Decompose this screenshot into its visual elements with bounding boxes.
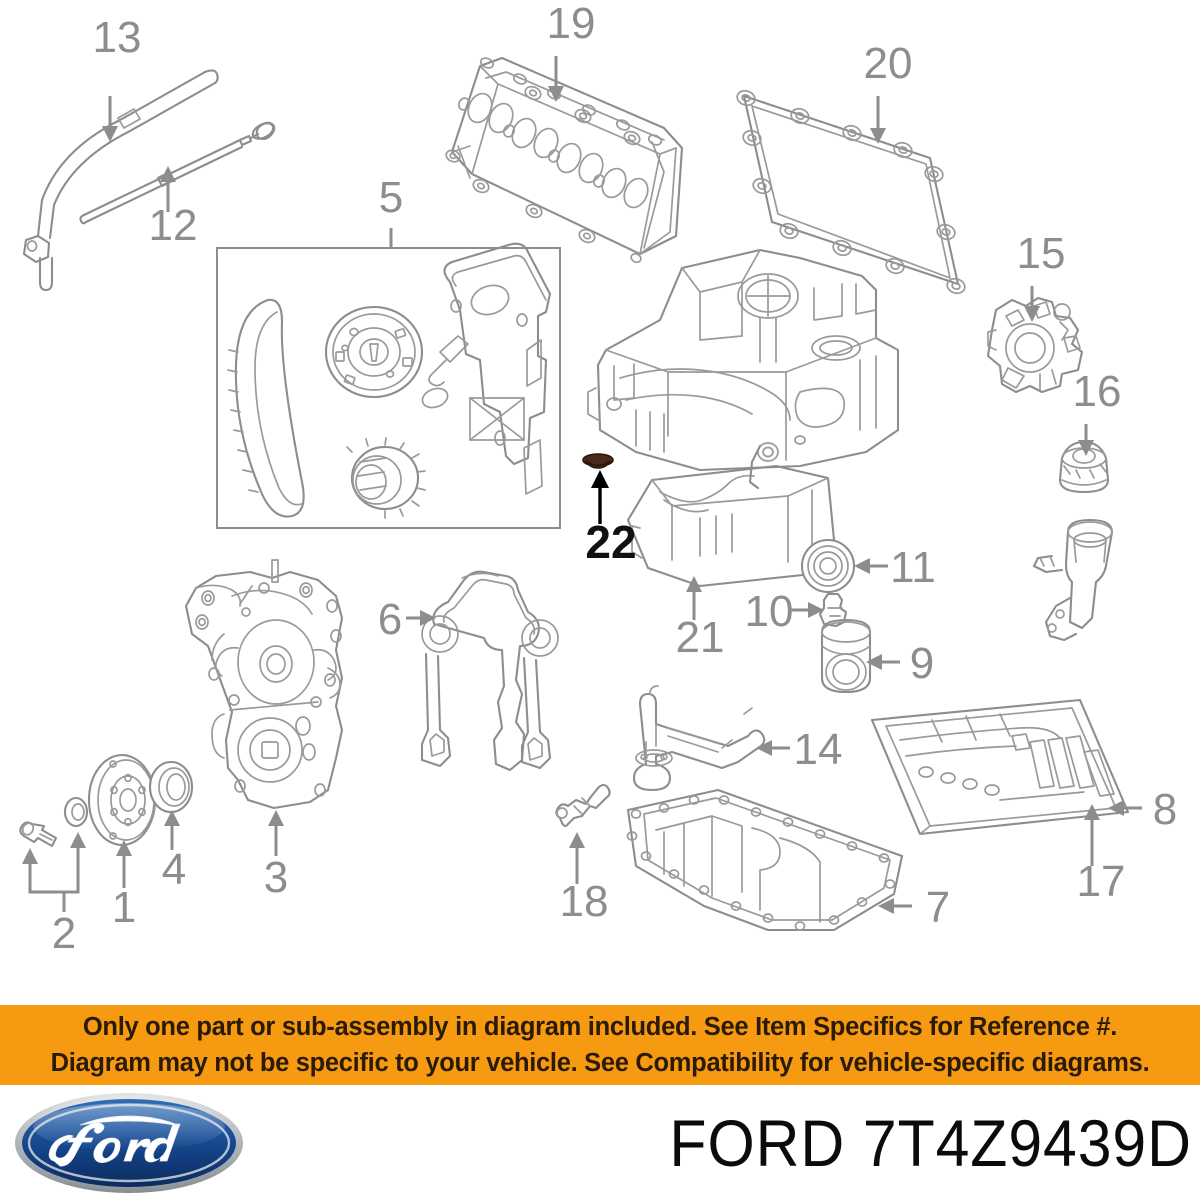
- callout-21: [686, 576, 702, 620]
- callout-20: [870, 96, 886, 144]
- callout-11: [854, 558, 888, 574]
- callout-12: [160, 166, 176, 212]
- parts-diagram-illustration: 13 12 5 19 20 15 16 22 21 11 10 9 14 8 7…: [19, 0, 1177, 958]
- part-number: FORD 7T4Z9439D: [669, 1105, 1192, 1180]
- part-oil-filler-tube: [1032, 518, 1114, 642]
- part-timing-cover-gasket: [420, 570, 559, 772]
- callout-number-3: 3: [264, 853, 288, 902]
- callout-17: [1084, 804, 1100, 866]
- part-oil-level-dipstick: [79, 121, 276, 225]
- callout-number-13: 13: [93, 13, 142, 62]
- disclaimer-banner: Only one part or sub-assembly in diagram…: [0, 1005, 1200, 1085]
- callout-8: [1108, 800, 1142, 816]
- callout-number-7: 7: [926, 883, 950, 932]
- callout-number-20: 20: [864, 39, 913, 88]
- callout-18: [569, 832, 585, 884]
- part-windage-tray: [870, 698, 1130, 836]
- callout-1: [116, 840, 132, 888]
- ford-logo: [14, 1091, 244, 1194]
- callout-number-12: 12: [149, 201, 198, 250]
- sub-crank-damper: [324, 305, 424, 399]
- callout-number-21: 21: [676, 613, 725, 662]
- callout-number-1: 1: [112, 883, 136, 932]
- callout-number-11: 11: [890, 543, 936, 592]
- sub-timing-belt: [227, 298, 305, 518]
- part-valve-cover: [445, 56, 684, 264]
- callout-number-18: 18: [560, 877, 609, 926]
- callout-number-5: 5: [379, 173, 403, 222]
- disclaimer-line-2: Diagram may not be specific to your vehi…: [50, 1049, 1150, 1077]
- callout-number-14: 14: [794, 725, 843, 774]
- callout-6: [406, 610, 436, 626]
- callout-13: [102, 96, 118, 142]
- callout-10: [790, 602, 824, 618]
- sub-camshaft-sprocket: [346, 437, 426, 519]
- callout-number-17: 17: [1077, 857, 1126, 906]
- callout-numbers: 13 12 5 19 20 15 16 22 21 11 10 9 14 8 7…: [52, 0, 1177, 958]
- part-front-timing-cover: [184, 559, 344, 810]
- callout-number-15: 15: [1017, 229, 1066, 278]
- callout-number-16: 16: [1073, 367, 1122, 416]
- part-dipstick-tube: [22, 69, 219, 292]
- callout-14: [756, 740, 790, 756]
- part-crankshaft-pulley-damper: [87, 753, 157, 847]
- callout-number-22: 22: [585, 516, 636, 568]
- callout-number-6: 6: [378, 595, 402, 644]
- callout-4: [164, 810, 180, 850]
- sub-timing-guide: [421, 242, 552, 495]
- part-front-crankshaft-seal: [148, 760, 194, 814]
- callout-16: [1078, 424, 1094, 456]
- part-oil-pressure-sensor: [555, 783, 611, 828]
- part-timing-chain-kit-box: [216, 242, 561, 529]
- callout-19: [548, 56, 564, 102]
- part-oil-filler-cap-seal-highlight: [582, 453, 614, 469]
- callout-number-9: 9: [910, 639, 934, 688]
- part-oil-pickup-tube: [632, 685, 766, 792]
- part-bolt-and-washer-set: [19, 796, 89, 848]
- callout-number-2: 2: [52, 909, 76, 958]
- part-oil-drain-plug: [818, 592, 848, 628]
- callout-3: [268, 810, 284, 856]
- callout-2: [22, 832, 86, 912]
- part-oil-filter-adapter-seal: [800, 538, 856, 594]
- callout-22: [591, 470, 609, 524]
- callout-layer: [22, 56, 1142, 914]
- callout-7: [878, 898, 912, 914]
- callout-15: [1024, 286, 1040, 322]
- callout-number-19: 19: [547, 0, 596, 48]
- disclaimer-line-1: Only one part or sub-assembly in diagram…: [82, 1013, 1118, 1041]
- callout-number-10: 10: [745, 587, 794, 636]
- callout-9: [866, 654, 900, 670]
- callout-number-8: 8: [1153, 785, 1177, 834]
- part-oil-pump: [986, 296, 1084, 394]
- part-valve-cover-gasket: [736, 89, 966, 295]
- callout-number-4: 4: [162, 845, 186, 894]
- part-oil-pan: [626, 788, 904, 932]
- part-lower-intake-manifold: [587, 248, 900, 588]
- part-oil-filter: [820, 618, 872, 694]
- brand-footer: FORD 7T4Z9439D: [0, 1085, 1200, 1200]
